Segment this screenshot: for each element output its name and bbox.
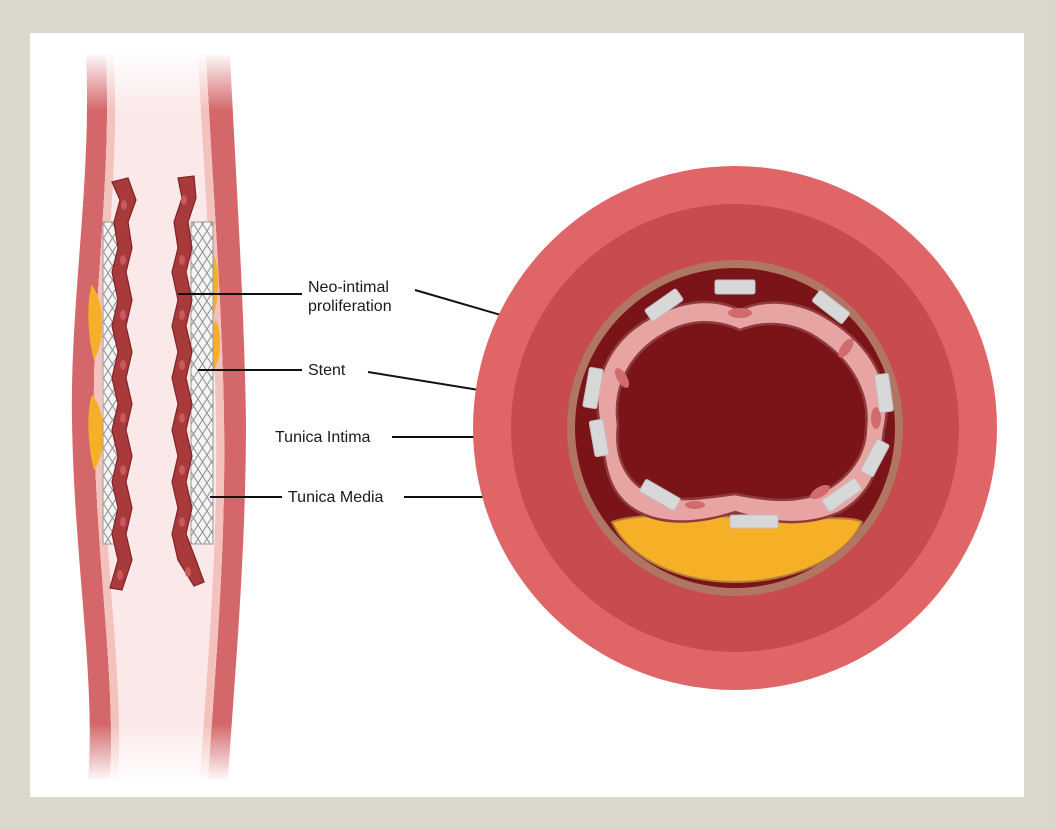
label-neo-intimal-line1: Neo-intimal <box>308 278 392 297</box>
longitudinal-vessel <box>66 52 252 782</box>
label-tunica-media: Tunica Media <box>288 488 383 507</box>
label-tunica-intima: Tunica Intima <box>275 428 370 447</box>
label-neo-intimal-line2: proliferation <box>308 297 392 316</box>
label-stent: Stent <box>308 361 345 380</box>
label-neo-intimal: Neo-intimal proliferation <box>308 278 392 316</box>
cross-section <box>473 166 997 690</box>
